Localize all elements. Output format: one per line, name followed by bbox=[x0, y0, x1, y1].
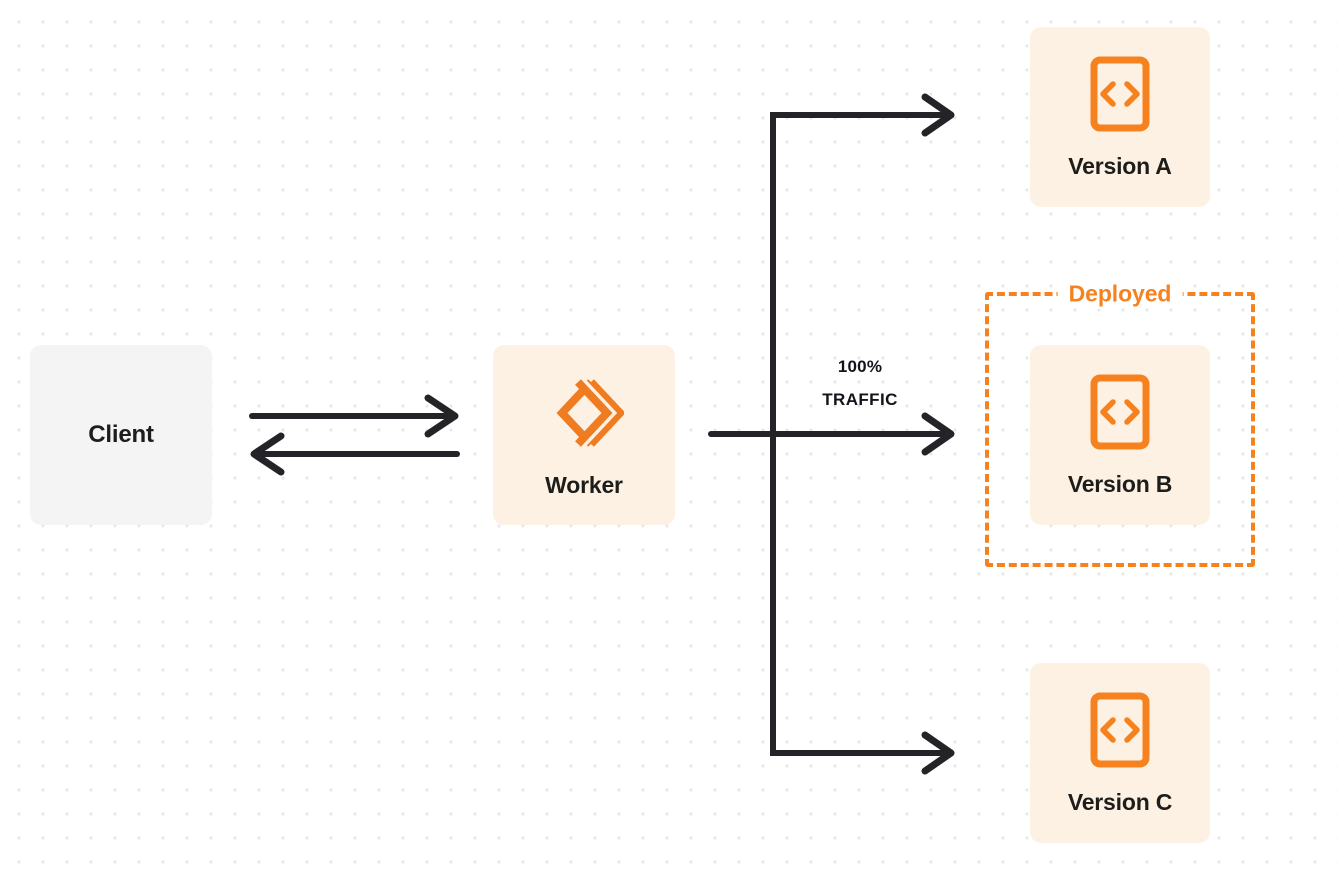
node-client[interactable]: Client bbox=[30, 345, 212, 525]
traffic-percent: 100% bbox=[837, 357, 883, 376]
traffic-label: 100% TRAFFIC bbox=[795, 350, 925, 416]
arrow-right-icon bbox=[424, 394, 459, 438]
arrow-left-icon bbox=[250, 432, 285, 476]
code-file-icon bbox=[1089, 374, 1151, 455]
cloudflare-workers-logo-icon bbox=[544, 373, 626, 458]
node-client-label: Client bbox=[88, 421, 154, 448]
arrow-right-icon-version-b bbox=[921, 412, 955, 456]
edge-worker-to-versions bbox=[708, 93, 955, 775]
node-version-b-label: Version B bbox=[1067, 471, 1173, 497]
node-version-b[interactable]: Version B bbox=[1030, 345, 1210, 525]
node-version-c[interactable]: Version C bbox=[1030, 663, 1210, 843]
arrow-right-icon-version-c bbox=[921, 731, 955, 775]
node-worker[interactable]: Worker bbox=[493, 345, 675, 525]
arrow-client-to-worker bbox=[249, 394, 459, 438]
code-file-icon bbox=[1089, 692, 1151, 773]
arrow-right-icon-version-a bbox=[921, 93, 955, 137]
deployed-group-label: Deployed bbox=[1057, 281, 1183, 307]
arrow-worker-to-client bbox=[250, 432, 460, 476]
traffic-word: TRAFFIC bbox=[822, 390, 898, 410]
node-version-c-label: Version C bbox=[1067, 789, 1173, 815]
node-worker-label: Worker bbox=[545, 472, 623, 498]
deployed-group: Deployed bbox=[985, 281, 1255, 567]
node-version-a-label: Version A bbox=[1068, 153, 1172, 179]
code-file-icon bbox=[1089, 56, 1151, 137]
node-version-a[interactable]: Version A bbox=[1030, 27, 1210, 207]
